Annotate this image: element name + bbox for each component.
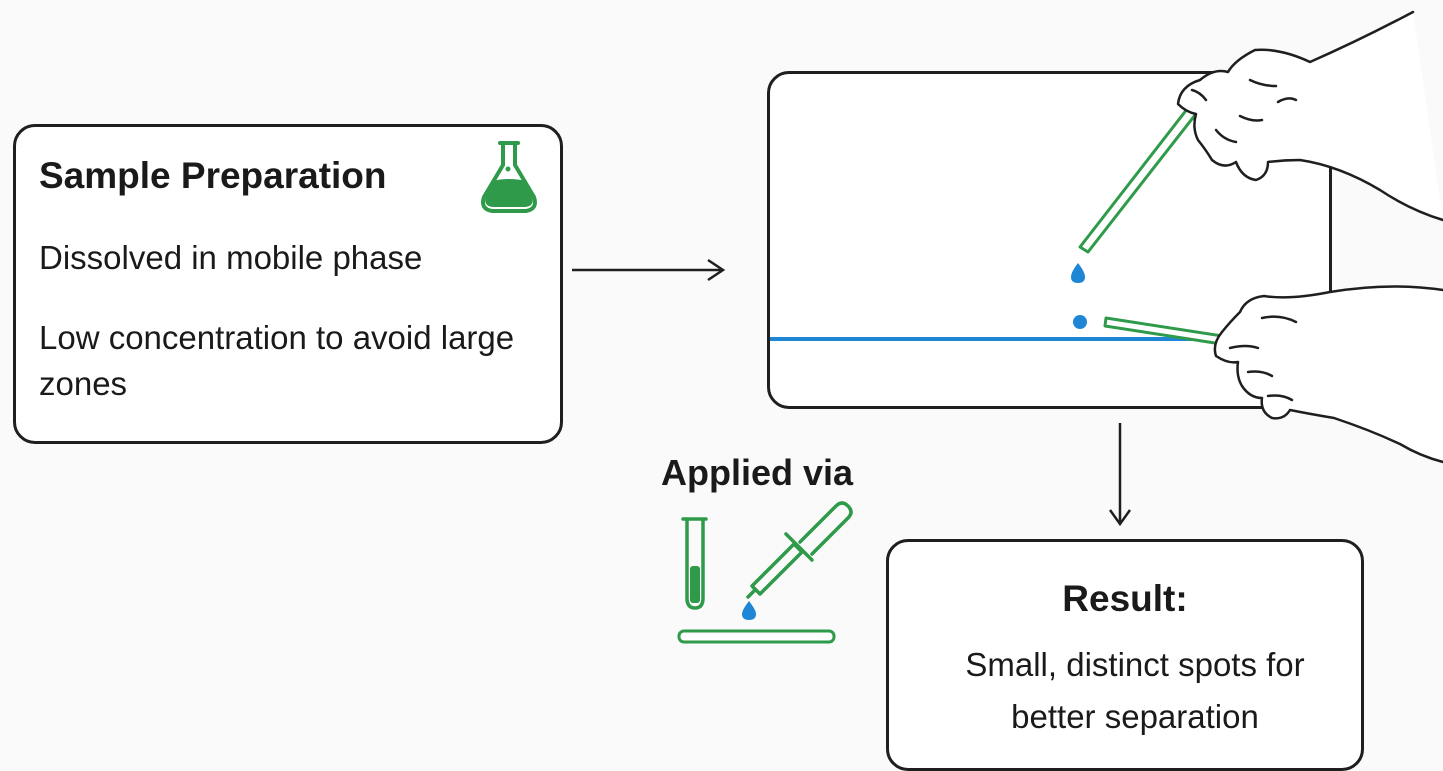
flask-icon	[481, 141, 537, 213]
test-tube-icon	[681, 517, 708, 610]
hand-icon	[1176, 10, 1443, 222]
plate-strip-icon	[677, 629, 836, 644]
arrow-down-icon	[1108, 423, 1132, 527]
droplet-icon	[742, 601, 756, 620]
dropper-icon	[746, 501, 853, 599]
sample-preparation-box: Sample Preparation Dissolved in mobile p…	[13, 124, 563, 444]
result-description: Small, distinct spots for better separat…	[965, 646, 1305, 735]
preparation-step-low-concentration: Low concentration to avoid large zones	[39, 319, 515, 402]
sample-spot	[1073, 315, 1087, 329]
result-title: Result:	[1062, 578, 1188, 619]
applied-via-label: Applied via	[661, 452, 854, 493]
sample-preparation-title: Sample Preparation	[39, 155, 387, 196]
hand-icon	[1213, 285, 1443, 464]
result-box: Result: Small, distinct spots for better…	[886, 539, 1364, 771]
preparation-step-dissolved: Dissolved in mobile phase	[39, 239, 423, 276]
arrow-right-icon	[572, 258, 726, 282]
droplet-icon	[1071, 263, 1085, 283]
